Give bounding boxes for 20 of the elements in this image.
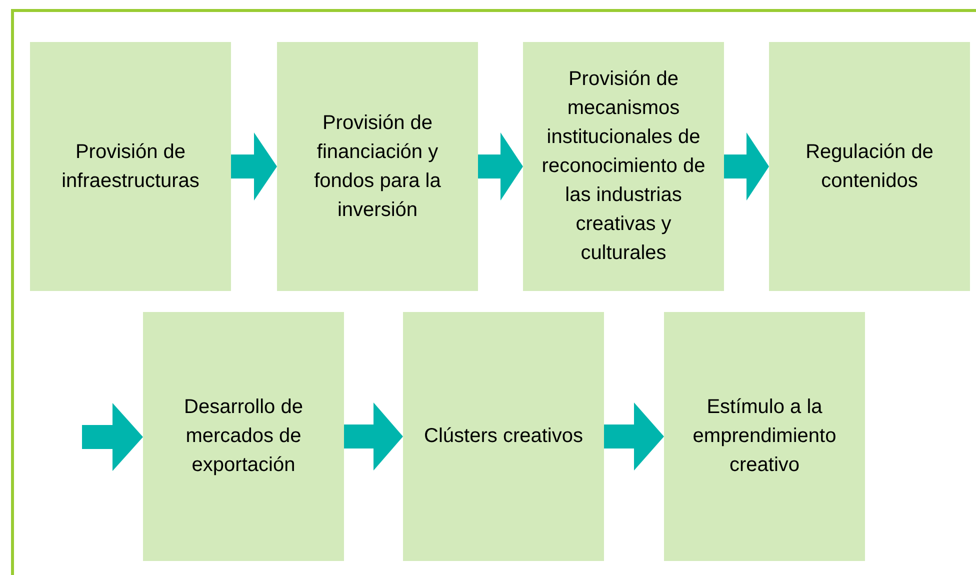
box-label: Provisión de infraestructuras: [60, 140, 200, 194]
block-arrow: [478, 132, 523, 200]
box-label: Clústers creativos: [424, 424, 583, 449]
box-label: Provisión de financiación y fondos para la inversión: [313, 110, 442, 222]
box-label: Desarrollo de mercados de exportación: [183, 395, 304, 478]
box-label: Provisión de mecanismos institucionales de reconocimiento de las industrias creativas y culturales: [540, 67, 706, 266]
process-box: [143, 312, 344, 561]
block-arrow: [724, 132, 769, 200]
process-box: [664, 312, 865, 561]
box-label: Regulación de contenidos: [804, 140, 934, 194]
process-box: [769, 42, 970, 291]
block-arrow: [82, 403, 143, 471]
block-arrow: [604, 402, 664, 470]
process-box: [277, 42, 478, 291]
box-label: Estímulo a la emprendimiento creativo: [692, 395, 838, 478]
process-box: [523, 42, 724, 291]
process-box: [30, 42, 231, 291]
block-arrow: [344, 402, 403, 470]
block-arrow: [231, 132, 277, 200]
process-box: [403, 312, 604, 561]
